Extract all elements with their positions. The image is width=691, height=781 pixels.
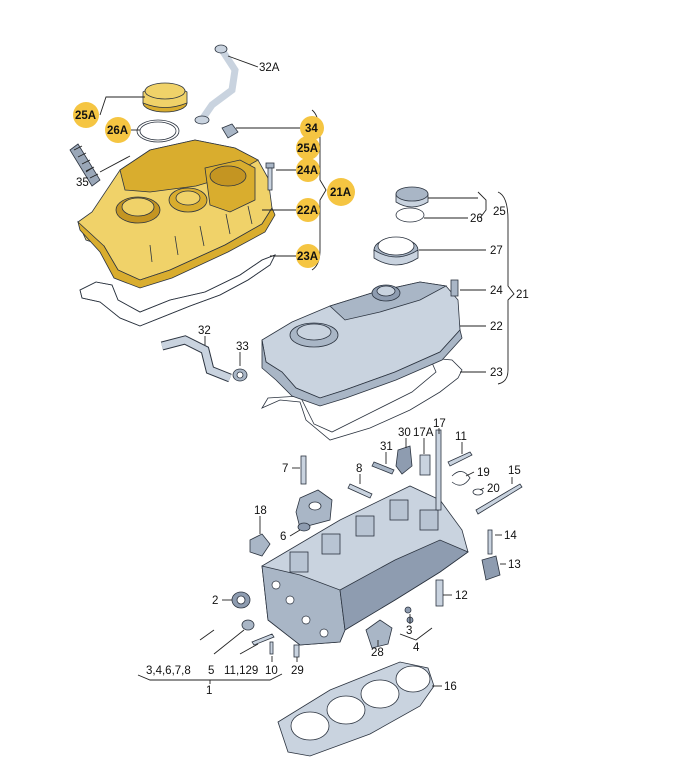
badge-25A-right [296, 136, 320, 160]
callout-33: 33 [236, 341, 249, 353]
callout-30: 30 [398, 427, 411, 439]
callout-11-top: 11 [455, 431, 467, 443]
callout-24: 24 [490, 285, 503, 297]
callout-16: 16 [444, 681, 457, 693]
leader-lines [85, 55, 515, 687]
badge-25A-left [73, 102, 99, 128]
callout-34: 34 [305, 123, 318, 135]
bolt-31-part [371, 461, 395, 475]
callout-3: 3 [406, 625, 412, 637]
bolt-12-part [435, 579, 444, 607]
callout-26: 26 [470, 213, 483, 225]
callout-35: 35 [76, 177, 89, 189]
callout-12: 12 [455, 590, 468, 602]
badge-21A [327, 178, 355, 206]
callout-1: 1 [206, 685, 212, 697]
seal-2-part [231, 591, 251, 609]
callout-2: 2 [212, 595, 218, 607]
callout-25A-left: 25A [75, 110, 96, 122]
bracket-28-part [365, 619, 393, 649]
callout-7: 7 [282, 463, 288, 475]
callout-11-12-9: 11,129 [224, 665, 258, 677]
callout-22A: 22A [297, 205, 318, 217]
valve-34-part [221, 123, 239, 139]
rod-11-part [447, 451, 473, 467]
callout-23: 23 [490, 367, 503, 379]
callout-25A-right: 25A [297, 143, 318, 155]
callout-28: 28 [371, 647, 384, 659]
badge-26A [105, 117, 131, 143]
callout-6: 6 [280, 531, 286, 543]
spring-35-part [69, 143, 101, 187]
valve-cover-assembly [160, 186, 463, 441]
badge-22A [296, 198, 320, 222]
callout-26A: 26A [107, 125, 128, 137]
callout-29: 29 [291, 665, 304, 677]
bolt-17-part [435, 429, 442, 511]
callout-4: 4 [413, 642, 420, 654]
seal-26A-part [139, 121, 177, 141]
callout-21: 21 [516, 289, 529, 301]
bearing-cap-18-part [249, 533, 271, 557]
callout-17A: 17A [413, 427, 434, 439]
rod-15-part [475, 483, 523, 515]
callout-17: 17 [433, 418, 446, 430]
gasket-23-part [261, 357, 463, 441]
callout-10: 10 [265, 665, 278, 677]
sleeve-17A-part [419, 454, 431, 476]
callout-24A: 24A [297, 165, 318, 177]
seal-5-part [241, 619, 255, 631]
callout-25: 25 [493, 206, 506, 218]
badge-24A [296, 158, 320, 182]
pin-10-part [269, 641, 274, 655]
callout-20: 20 [487, 483, 500, 495]
seal-26-part [395, 207, 425, 223]
callout-27: 27 [490, 245, 503, 257]
highlighted-valve-cover-assembly [69, 44, 276, 327]
bolt-29-part [293, 644, 300, 658]
callout-13: 13 [508, 559, 521, 571]
washer-6-part [297, 522, 311, 532]
clamp-33-part [232, 368, 248, 382]
callout-19: 19 [477, 467, 490, 479]
ring-20-part [472, 488, 484, 496]
badge-23A [296, 244, 320, 268]
badge-34 [300, 116, 324, 140]
bolt-14-part [487, 529, 493, 555]
callout-21A: 21A [330, 187, 351, 199]
clip-19-part [451, 471, 471, 486]
bolt-24A-part [265, 162, 275, 191]
highlight-badges [73, 102, 355, 268]
cylinder-head-assembly [231, 429, 523, 757]
callout-8: 8 [356, 463, 362, 475]
bracket-30-part [395, 445, 413, 475]
callout-32A: 32A [259, 62, 280, 74]
callout-labels: 32A 25A 26A 34 25A 24A 21A 22A 23A 35 25… [75, 62, 529, 697]
callout-18: 18 [254, 505, 267, 517]
ring-27-part [373, 236, 419, 266]
bolt-24-part [450, 279, 459, 297]
head-gasket-16-part [277, 661, 435, 757]
callout-14: 14 [504, 530, 517, 542]
callout-31: 31 [380, 441, 393, 453]
bracket-13-part [481, 555, 501, 581]
callout-15: 15 [508, 465, 521, 477]
callout-22: 22 [490, 321, 503, 333]
stud-8-part [347, 483, 373, 499]
callout-5: 5 [208, 665, 214, 677]
callout-3-4-6-7-8: 3,4,6,7,8 [146, 665, 191, 677]
callout-32: 32 [198, 325, 211, 337]
bolt-7-part [300, 455, 307, 485]
callout-23A: 23A [297, 251, 318, 263]
